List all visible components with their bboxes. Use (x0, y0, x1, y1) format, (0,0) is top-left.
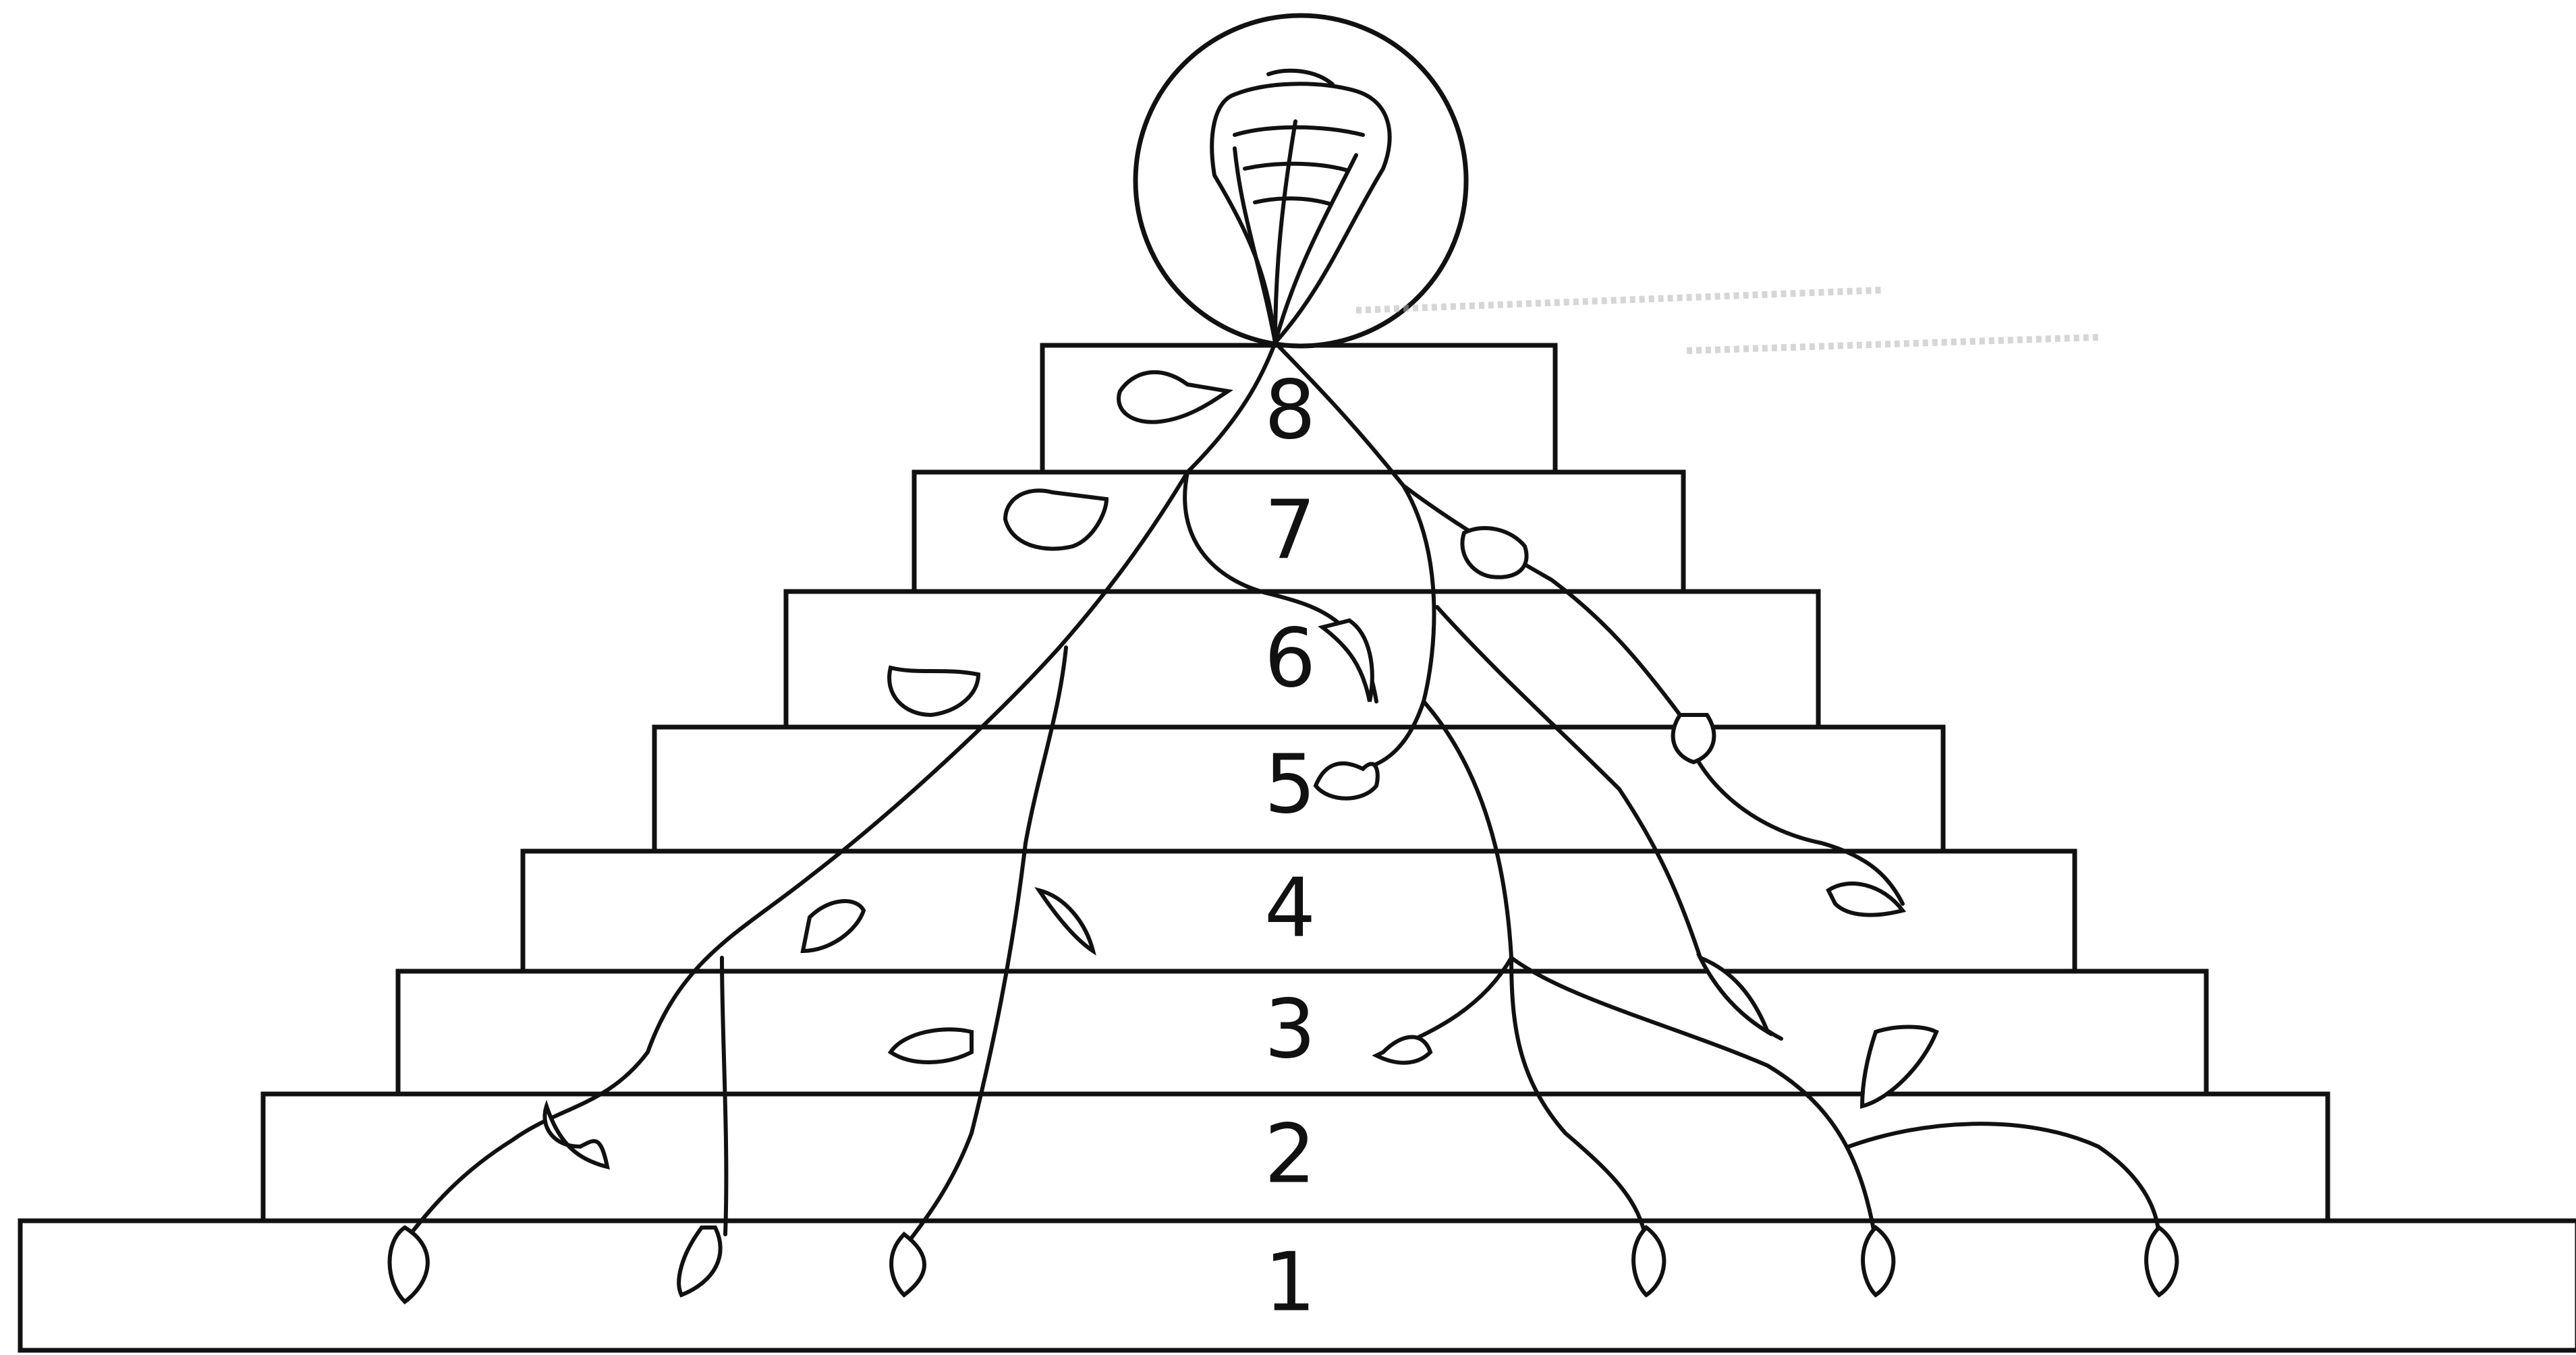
level-label-6: 6 (1264, 612, 1316, 706)
level-label-8: 8 (1264, 364, 1316, 458)
apex-circle (1136, 16, 1466, 346)
faint-annotation (1356, 290, 2098, 351)
level-label-5: 5 (1264, 739, 1316, 832)
level-label-7: 7 (1264, 484, 1316, 578)
leaf (1673, 715, 1714, 762)
level-label-1: 1 (1264, 1236, 1316, 1330)
level-label-4: 4 (1264, 862, 1316, 956)
leaf (1316, 763, 1378, 799)
level-label-2: 2 (1264, 1108, 1316, 1202)
level-label-3: 3 (1264, 983, 1316, 1077)
apex-lotus (1136, 16, 1466, 346)
